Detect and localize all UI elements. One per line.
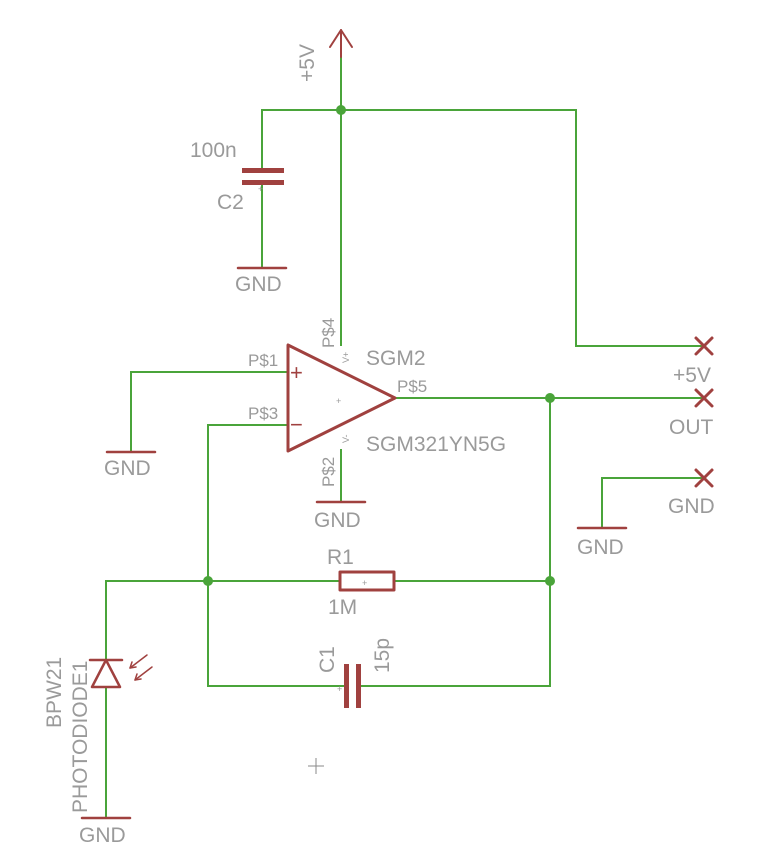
junction-feedback-right[interactable] bbox=[545, 576, 555, 586]
gnd-side-label: GND bbox=[577, 536, 624, 559]
c1-plate-right bbox=[356, 664, 361, 708]
light-arrow-2-icon bbox=[134, 666, 153, 681]
opamp-name-label: SGM2 bbox=[366, 347, 426, 370]
r1-name-label: R1 bbox=[327, 546, 354, 569]
opamp-pin-plus: P$1 bbox=[248, 351, 278, 370]
junction-feedback-left[interactable] bbox=[203, 576, 213, 586]
opamp-vplus-mark: V+ bbox=[341, 352, 351, 363]
connector-out-label: OUT bbox=[669, 416, 714, 439]
junctions bbox=[203, 105, 555, 586]
capacitor-c2[interactable]: + 100n C2 bbox=[190, 139, 284, 214]
gnd-c2-label: GND bbox=[235, 273, 282, 296]
c1-value-label: 15p bbox=[371, 638, 394, 673]
opamp-pin-minus: P$3 bbox=[248, 404, 278, 423]
r1-value-label: 1M bbox=[328, 596, 357, 619]
junction-output[interactable] bbox=[545, 393, 555, 403]
opamp-pin-vplus: P$4 bbox=[319, 318, 338, 348]
light-arrowhead-1-icon bbox=[129, 661, 137, 669]
c1-plate-left bbox=[344, 664, 349, 708]
opamp-minus-symbol: − bbox=[290, 412, 303, 437]
capacitor-c1[interactable]: + C1 15p bbox=[316, 638, 394, 708]
junction-vcc[interactable] bbox=[336, 105, 346, 115]
light-arrow-1-icon bbox=[129, 654, 148, 669]
connector-gnd[interactable]: GND bbox=[668, 468, 715, 518]
photodiode-name-label: PHOTODIODE1 bbox=[69, 661, 92, 813]
photodiode-bpw21[interactable]: BPW21 PHOTODIODE1 bbox=[43, 654, 153, 813]
gnd-plus-input[interactable]: GND bbox=[104, 450, 157, 480]
gnd-opamp-label: GND bbox=[314, 509, 361, 532]
supply-arrow-icon bbox=[329, 29, 353, 48]
gnd-plus-label: GND bbox=[104, 457, 151, 480]
gnd-opamp[interactable]: GND bbox=[314, 500, 367, 532]
photodiode-triangle-icon bbox=[90, 658, 122, 689]
opamp-center-mark: + bbox=[336, 396, 341, 406]
c1-name-label: C1 bbox=[316, 646, 339, 673]
connector-vcc[interactable]: +5V bbox=[673, 336, 714, 387]
supply-vcc-label: +5V bbox=[296, 44, 319, 82]
connector-gnd-x2-icon bbox=[694, 468, 714, 488]
opamp-sgm2[interactable]: + − + V+ V- P$1 P$3 P$5 P$4 P$2 SGM2 SGM… bbox=[248, 318, 506, 487]
connector-out[interactable]: OUT bbox=[669, 388, 714, 439]
gnd-photodiode[interactable]: GND bbox=[79, 816, 132, 847]
connector-out-x2-icon bbox=[694, 388, 714, 408]
supply-vcc[interactable]: +5V bbox=[296, 29, 353, 82]
c2-name-label: C2 bbox=[217, 191, 244, 214]
connector-vcc-label: +5V bbox=[673, 364, 711, 387]
opamp-pin-out: P$5 bbox=[397, 377, 427, 396]
c2-polarity-mark: + bbox=[258, 184, 263, 194]
r1-center-mark: + bbox=[362, 578, 367, 588]
c2-plate-top bbox=[242, 168, 284, 173]
r1-body-icon bbox=[338, 570, 396, 592]
opamp-pin-vminus: P$2 bbox=[319, 457, 338, 487]
gnd-c2[interactable]: GND bbox=[235, 266, 288, 296]
c1-center-mark: + bbox=[337, 684, 342, 694]
connector-gnd-label: GND bbox=[668, 495, 715, 518]
photodiode-value-label: BPW21 bbox=[43, 657, 66, 728]
c2-value-label: 100n bbox=[190, 139, 237, 162]
gnd-pd-label: GND bbox=[79, 824, 126, 847]
opamp-plus-symbol: + bbox=[290, 360, 303, 385]
origin-crosshair-icon bbox=[308, 758, 324, 774]
light-arrowhead-2-icon bbox=[134, 673, 142, 681]
opamp-vminus-mark: V- bbox=[341, 434, 351, 443]
resistor-r1[interactable]: + R1 1M bbox=[327, 546, 396, 619]
gnd-connector-side[interactable]: GND bbox=[576, 526, 628, 559]
opamp-triangle-icon bbox=[286, 343, 397, 453]
wires bbox=[105, 56, 705, 819]
c2-plate-bottom bbox=[242, 180, 284, 185]
connector-vcc-x2-icon bbox=[694, 336, 714, 356]
opamp-value-label: SGM321YN5G bbox=[366, 433, 506, 456]
